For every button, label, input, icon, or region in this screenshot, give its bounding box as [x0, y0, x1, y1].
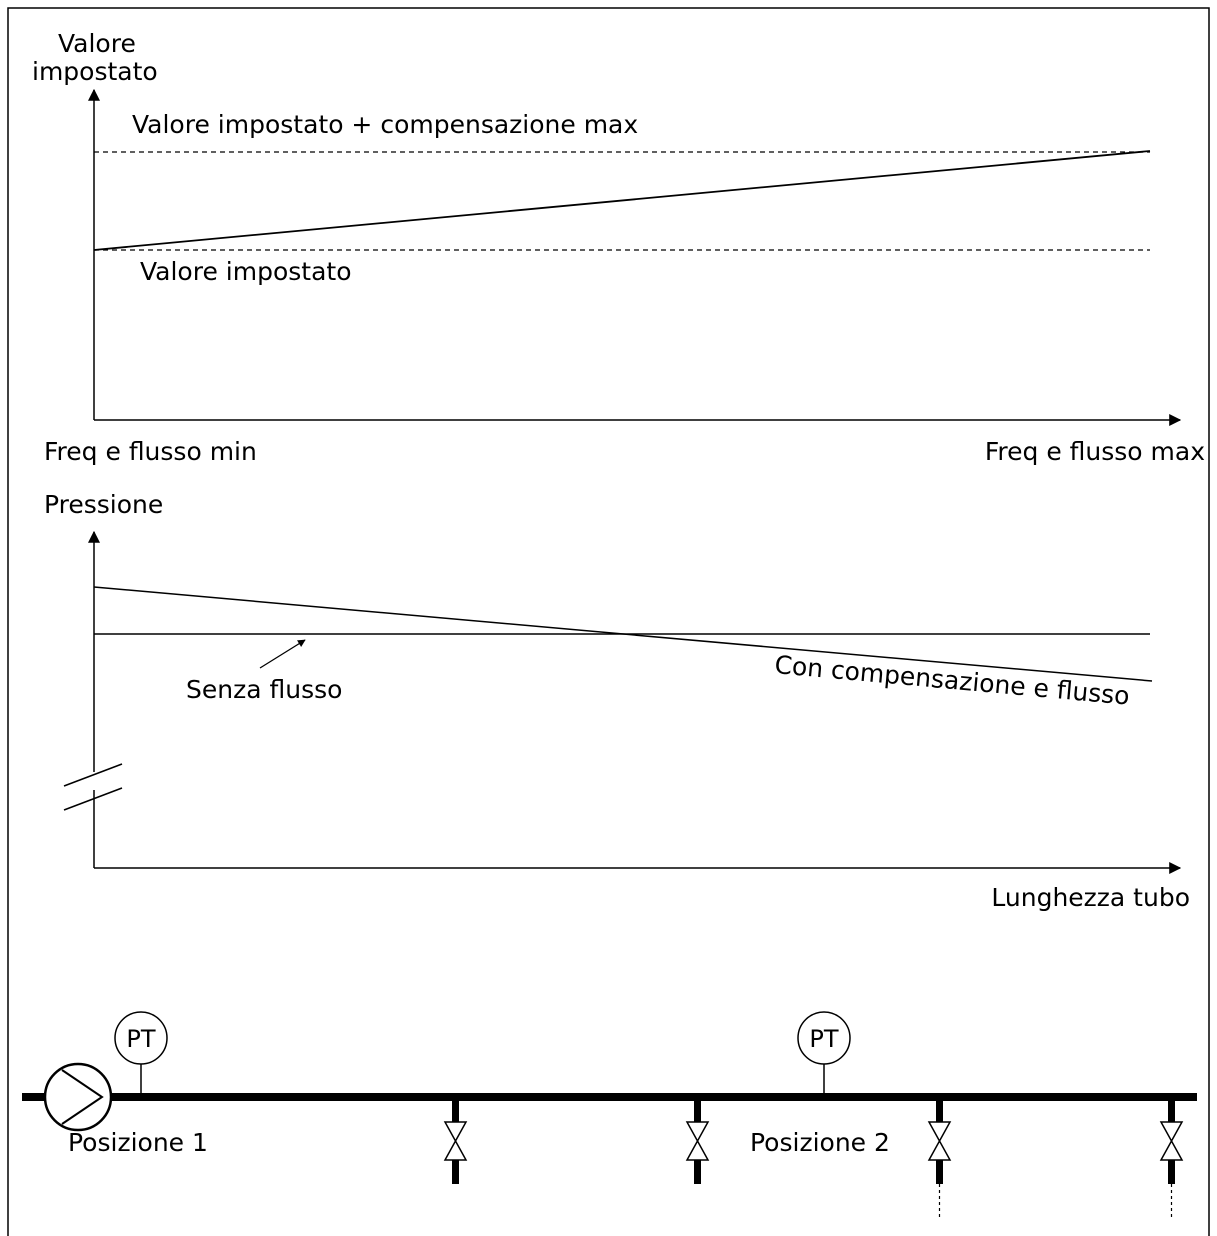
top-y-axis-label-2: impostato	[32, 57, 158, 86]
main-pipe-bar	[22, 1093, 1197, 1101]
sensor-2-circle-icon	[797, 1011, 851, 1065]
sensor-1-circle-icon	[114, 1011, 168, 1065]
bottom-x-axis-label: Lunghezza tubo	[991, 883, 1190, 912]
valve-branch-1	[443, 1097, 468, 1184]
pressure-sensor-1: PT	[114, 1011, 168, 1093]
top-y-axis-label-1: Valore	[58, 29, 136, 58]
valve-branch-4	[1159, 1097, 1184, 1220]
sensor-1-label: PT	[126, 1025, 155, 1053]
axis-break-mark-2	[63, 787, 123, 811]
valve-4-icon	[1159, 1121, 1184, 1161]
x-min-label: Freq e flusso min	[44, 437, 257, 466]
valve-1-icon	[443, 1121, 468, 1161]
pump-icon	[43, 1062, 113, 1132]
bottom-chart: Pressione Senza flusso Con compensazione…	[44, 490, 1190, 912]
valve-2-icon	[685, 1121, 710, 1161]
valve-3-icon	[927, 1121, 952, 1161]
compensation-label: Con compensazione e flusso	[773, 650, 1130, 711]
no-flow-label: Senza flusso	[186, 675, 342, 704]
max-line-label: Valore impostato + compensazione max	[132, 110, 638, 139]
sensor-2-label: PT	[809, 1025, 838, 1053]
position-1-label: Posizione 1	[68, 1128, 208, 1157]
valve-branch-2	[685, 1097, 710, 1184]
valve-branch-3	[927, 1097, 952, 1220]
x-max-label: Freq e flusso max	[985, 437, 1205, 466]
position-2-label: Posizione 2	[750, 1128, 890, 1157]
top-chart: Valore impostato Valore impostato + comp…	[32, 29, 1205, 466]
axis-break-mark-1	[63, 763, 123, 787]
frame-border	[7, 7, 1210, 1236]
compensation-flow-line	[93, 586, 1153, 682]
bottom-y-axis-label: Pressione	[44, 490, 163, 519]
no-flow-pointer-arrow	[259, 639, 306, 669]
setpoint-ramp-line	[93, 150, 1151, 251]
pressure-sensor-2: PT	[797, 1011, 851, 1093]
setpoint-label: Valore impostato	[140, 257, 352, 286]
pipe-schematic: PT PT Posi	[22, 1011, 1197, 1220]
